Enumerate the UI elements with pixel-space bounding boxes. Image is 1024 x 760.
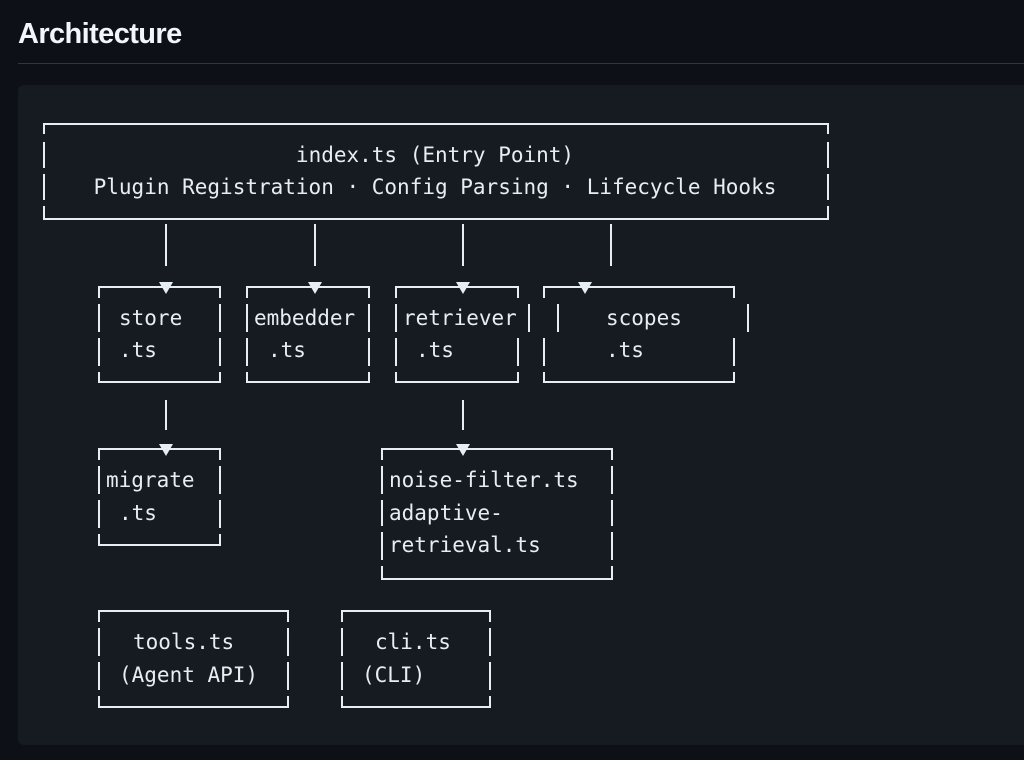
scopes-label: scopes: [606, 306, 682, 330]
retriever-box: retriever .ts: [395, 286, 530, 383]
cli-box: cli.ts (CLI): [341, 610, 491, 708]
noise-filter-box: noise-filter.ts adaptive- retrieval.ts: [381, 448, 613, 580]
code-block[interactable]: index.ts (Entry Point) Plugin Registrati…: [18, 85, 1024, 745]
scopes-box: scopes .ts: [543, 286, 749, 383]
scopes-ext: .ts: [606, 338, 644, 362]
store-ext: .ts: [119, 338, 157, 362]
tools-subtitle: (Agent API): [119, 663, 258, 687]
retriever-ext: .ts: [416, 338, 454, 362]
second-level-connectors: [159, 400, 470, 456]
entry-subtitle: Plugin Registration · Config Parsing · L…: [94, 175, 777, 199]
heading-divider: [18, 63, 1024, 64]
cli-label: cli.ts: [375, 630, 451, 654]
entry-connectors: [159, 224, 612, 294]
tools-label: tools.ts: [133, 630, 234, 654]
embedder-ext: .ts: [268, 338, 306, 362]
migrate-box: migrate .ts: [98, 448, 221, 546]
adaptive-label: adaptive-: [389, 501, 503, 525]
entry-box: index.ts (Entry Point) Plugin Registrati…: [43, 123, 829, 220]
adaptive-retrieval-label: retrieval.ts: [389, 533, 541, 557]
entry-title: index.ts (Entry Point): [296, 143, 574, 167]
migrate-label: migrate: [106, 468, 195, 492]
section-heading: Architecture: [18, 18, 182, 50]
noise-filter-label: noise-filter.ts: [389, 468, 579, 492]
embedder-label: embedder: [254, 306, 355, 330]
migrate-ext: .ts: [119, 501, 157, 525]
cli-subtitle: (CLI): [362, 663, 425, 687]
tools-box: tools.ts (Agent API): [98, 610, 289, 708]
retriever-label: retriever: [403, 306, 517, 330]
store-box: store .ts: [98, 286, 221, 383]
store-label: store: [119, 306, 182, 330]
architecture-diagram: index.ts (Entry Point) Plugin Registrati…: [43, 123, 829, 708]
embedder-box: embedder .ts: [246, 286, 370, 383]
